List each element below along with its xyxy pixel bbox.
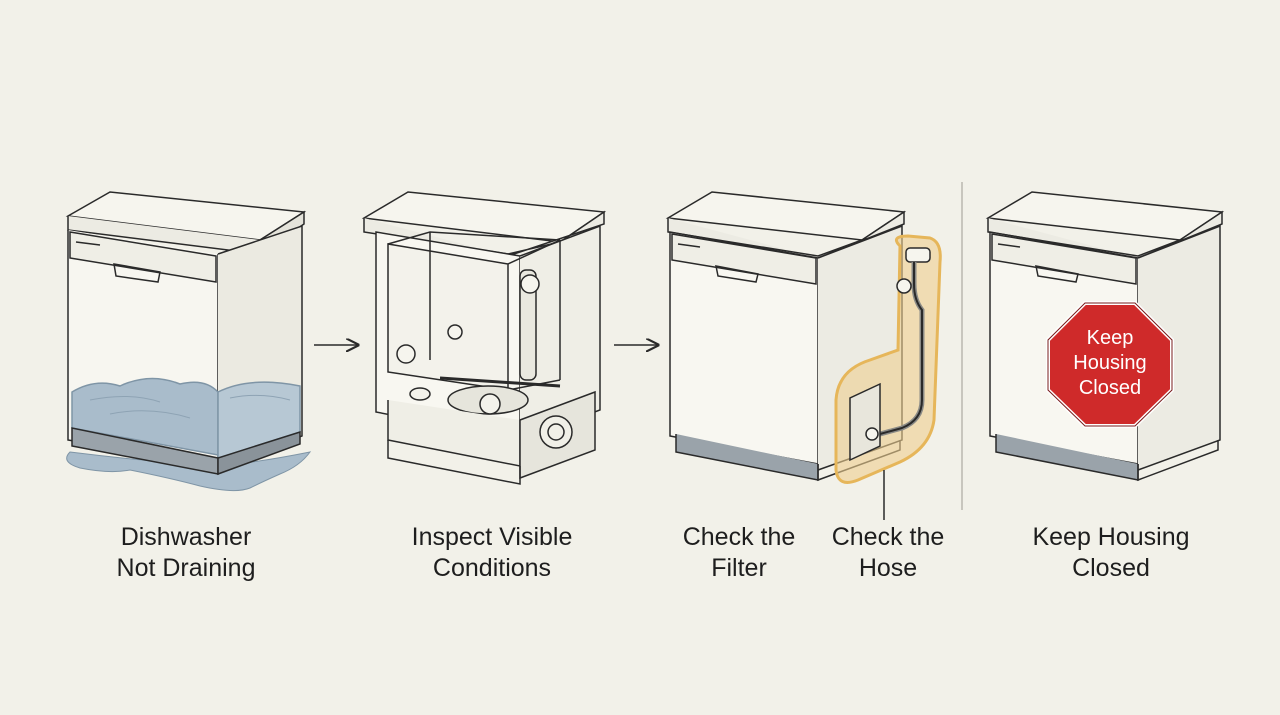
step-caption-hose: Check the Hose: [831, 523, 945, 582]
flooded-dishwasher-icon: [65, 191, 312, 492]
drain-hose-icon: [834, 234, 942, 520]
step-caption-not-draining: Dishwasher Not Draining: [116, 523, 256, 582]
step-caption-inspect: Inspect Visible Conditions: [411, 523, 573, 582]
step-caption-keep-closed: Keep Housing Closed: [1032, 523, 1190, 582]
stop-sign-text: Keep Housing Closed: [1073, 327, 1147, 399]
closed-dishwasher-icon: [665, 191, 907, 482]
step-caption-filter: Check the Filter: [682, 523, 796, 582]
open-dishwasher-icon: [361, 191, 607, 485]
